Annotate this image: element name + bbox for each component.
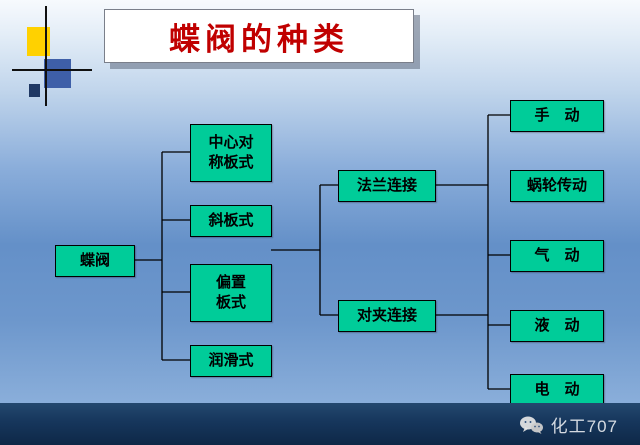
- deco-blue-square: [44, 59, 71, 88]
- wechat-icon: [519, 416, 543, 434]
- deco-horizontal-line: [12, 69, 92, 71]
- watermark-text: 化工707: [550, 417, 618, 436]
- brand-watermark: 化工707: [518, 412, 618, 437]
- node-butterfly-valve: 蝶阀: [55, 245, 135, 277]
- deco-yellow-square: [27, 27, 50, 56]
- slide-title: 蝶阀的种类: [169, 21, 349, 57]
- node-inclined-plate: 斜板式: [190, 205, 272, 237]
- node-flange-connection: 法兰连接: [338, 170, 436, 202]
- node-manual: 手 动: [510, 100, 604, 132]
- footer-strip: 化工707: [0, 403, 640, 445]
- node-lubricated: 润滑式: [190, 345, 272, 377]
- node-pneumatic: 气 动: [510, 240, 604, 272]
- node-wafer-connection: 对夹连接: [338, 300, 436, 332]
- node-offset-plate: 偏置 板式: [190, 264, 272, 322]
- node-hydraulic: 液 动: [510, 310, 604, 342]
- title-box: 蝶阀的种类: [104, 9, 414, 63]
- node-center-symmetric-plate: 中心对 称板式: [190, 124, 272, 182]
- node-electric: 电 动: [510, 374, 604, 406]
- node-worm-gear-drive: 蜗轮传动: [510, 170, 604, 202]
- deco-navy-square: [29, 84, 40, 97]
- deco-vertical-line: [45, 6, 47, 106]
